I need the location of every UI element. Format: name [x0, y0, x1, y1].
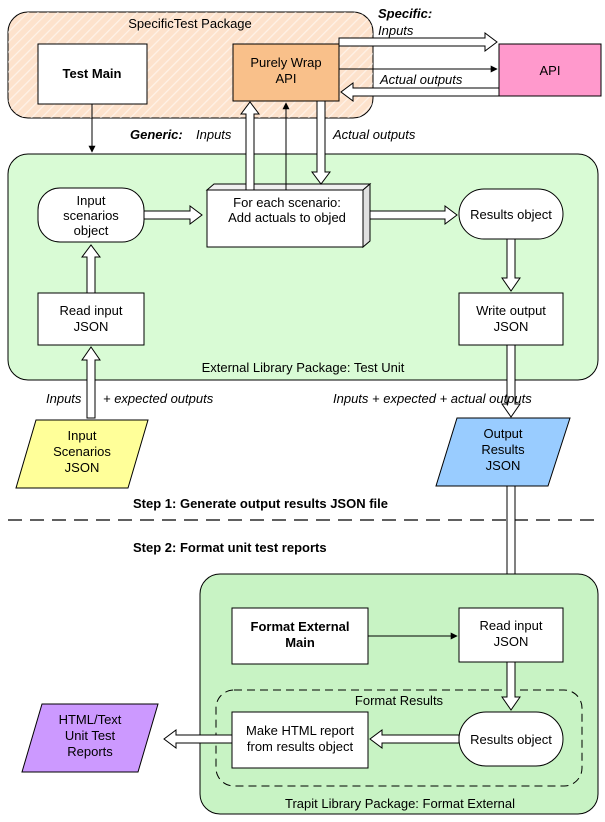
- read-input-json-label-1: Read input: [60, 303, 123, 318]
- inputs-expected-label-b: + expected outputs: [103, 391, 214, 406]
- make-html-label-1: Make HTML report: [246, 723, 354, 738]
- format-read-input-box: [458, 607, 564, 663]
- output-results-json-label-3: JSON: [486, 458, 521, 473]
- reports-label-1: HTML/Text: [59, 712, 122, 727]
- inputs-hollow-arrow: [338, 32, 498, 52]
- format-read-input-label-2: JSON: [494, 634, 529, 649]
- input-scenarios-object-label-3: object: [74, 223, 109, 238]
- wrap-to-api-arrows: [338, 32, 500, 102]
- api-box: [498, 43, 602, 97]
- format-read-to-results-arrow: [501, 661, 521, 711]
- results-to-write-arrow: [501, 238, 521, 292]
- reports-label-3: Reports: [67, 744, 113, 759]
- actual-outputs-hollow-arrow: [340, 82, 500, 102]
- format-results-object-label: Results object: [470, 732, 552, 747]
- input-scenarios-json-label-1: Input: [68, 428, 97, 443]
- specific-package: SpecificTest Package Test Main Purely Wr…: [7, 11, 374, 119]
- read-to-scenarios-arrow: [81, 244, 101, 294]
- wrap-api-box: [232, 43, 340, 102]
- input-scenarios-json-shape: [15, 419, 149, 489]
- input-scenarios-json-label-2: Scenarios: [53, 444, 111, 459]
- reports-shape: [21, 703, 159, 773]
- for-each-label-1: For each scenario:: [233, 195, 341, 210]
- input-scenarios-json-label-3: JSON: [65, 460, 100, 475]
- wrap-to-foreach-arrow: [311, 100, 331, 185]
- format-main-label-1: Format External: [251, 619, 350, 634]
- output-results-json-node: Output Results JSON: [435, 417, 571, 487]
- write-output-json-box: [458, 292, 564, 346]
- test-unit-package-title: External Library Package: Test Unit: [202, 360, 405, 375]
- test-main-box: [37, 43, 148, 105]
- test-main-label: Test Main: [63, 66, 122, 81]
- input-scenarios-object-label-2: scenarios: [63, 208, 119, 223]
- reports-node: HTML/Text Unit Test Reports: [21, 703, 159, 773]
- output-results-json-label-2: Results: [481, 442, 525, 457]
- scenarios-to-foreach-arrow: [143, 205, 203, 225]
- make-html-box: [231, 711, 369, 769]
- make-html-label-2: from results object: [247, 739, 354, 754]
- wrap-api-label-1: Purely Wrap: [250, 55, 321, 70]
- input-scenarios-json-node: Input Scenarios JSON: [15, 419, 149, 489]
- write-output-json-label-1: Write output: [476, 303, 546, 318]
- read-input-json-label-2: JSON: [74, 319, 109, 334]
- inputs-expected-actual-label: Inputs + expected + actual outputs: [333, 391, 532, 406]
- foreach-to-results-arrow: [369, 205, 458, 225]
- format-flow-arrows: [163, 661, 521, 749]
- test-unit-flow-arrows: [81, 100, 521, 419]
- output-results-json-shape: [435, 417, 571, 487]
- format-main-box: [231, 607, 369, 665]
- format-package: Trapit Library Package: Format External …: [199, 573, 599, 815]
- read-input-json-box: [37, 292, 145, 346]
- generic-actual-outputs-label: Actual outputs: [332, 127, 416, 142]
- inputjson-to-read-arrow: [81, 346, 101, 419]
- results-to-make-html-arrow: [369, 729, 460, 749]
- generic-inputs-label: Inputs: [196, 127, 232, 142]
- output-results-json-label-1: Output: [483, 426, 522, 441]
- specific-heading: Specific:: [378, 6, 432, 21]
- input-scenarios-object-label-1: Input: [77, 193, 106, 208]
- specific-package-title: SpecificTest Package: [128, 16, 252, 31]
- format-package-title: Trapit Library Package: Format External: [285, 796, 515, 811]
- write-to-outputjson-arrow: [501, 344, 521, 418]
- generic-heading: Generic:: [130, 127, 183, 142]
- for-each-scenario-box: [206, 189, 364, 248]
- format-main-label-2: Main: [285, 635, 315, 650]
- specific-inputs-label: Inputs: [378, 23, 414, 38]
- for-each-label-2: Add actuals to objed: [228, 210, 346, 225]
- format-read-input-label-1: Read input: [480, 618, 543, 633]
- api-label: API: [540, 63, 561, 78]
- format-results-label: Format Results: [355, 693, 444, 708]
- specific-actual-outputs-label: Actual outputs: [379, 72, 463, 87]
- wrap-api-label-2: API: [276, 71, 297, 86]
- make-html-to-reports-arrow: [163, 729, 233, 749]
- foreach-to-wrap-arrow: [240, 101, 260, 191]
- inputs-expected-label-a: Inputs: [46, 391, 82, 406]
- reports-label-2: Unit Test: [65, 728, 116, 743]
- write-output-json-label-2: JSON: [494, 319, 529, 334]
- step2-label: Step 2: Format unit test reports: [133, 540, 327, 555]
- api-node: API: [498, 43, 602, 97]
- results-object-label: Results object: [470, 207, 552, 222]
- step1-label: Step 1: Generate output results JSON fil…: [133, 496, 388, 511]
